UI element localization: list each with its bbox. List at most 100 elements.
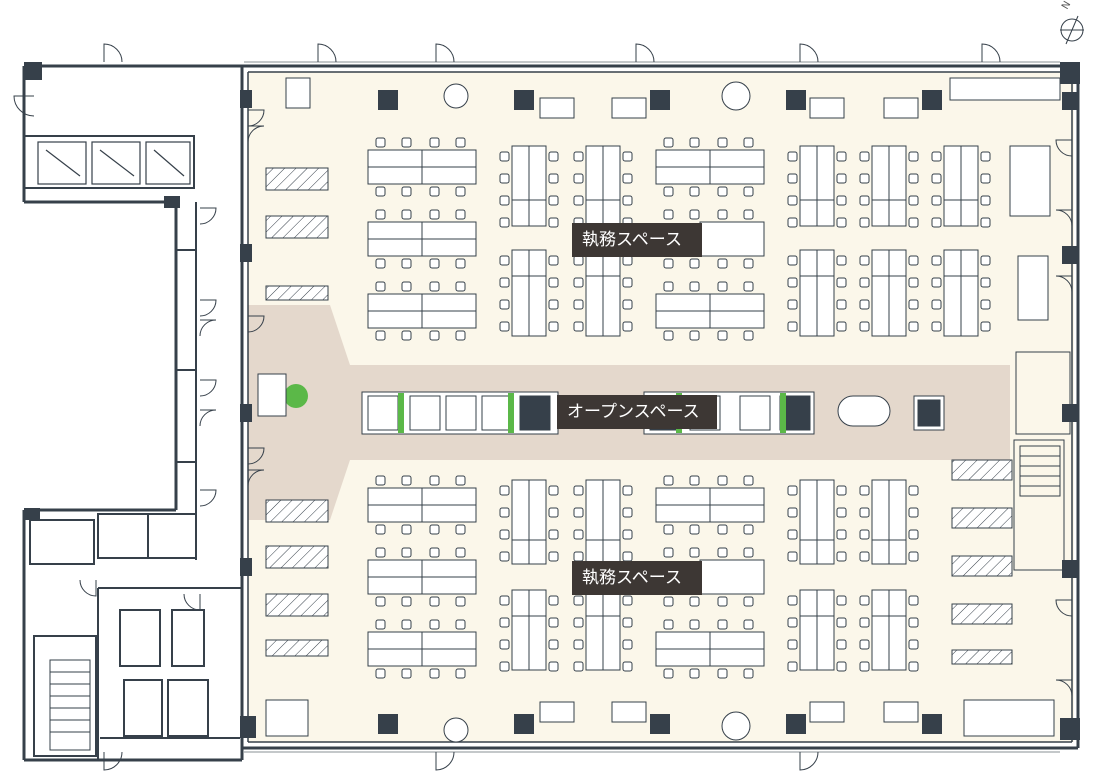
chair xyxy=(401,547,412,558)
chair xyxy=(455,330,466,341)
chair xyxy=(622,173,633,184)
chair xyxy=(717,596,728,607)
chair xyxy=(689,186,700,197)
chair xyxy=(573,617,584,628)
chair xyxy=(717,547,728,558)
chair xyxy=(548,321,559,332)
chair xyxy=(663,596,674,607)
chair xyxy=(836,485,847,496)
chair xyxy=(908,217,919,228)
chair xyxy=(980,255,991,266)
chair xyxy=(375,475,386,486)
chair xyxy=(455,258,466,269)
chair xyxy=(548,529,559,540)
chair xyxy=(787,217,798,228)
chair xyxy=(548,217,559,228)
chair xyxy=(787,321,798,332)
compass-icon xyxy=(1060,15,1084,45)
chair xyxy=(429,186,440,197)
chair xyxy=(717,330,728,341)
elevators xyxy=(37,141,191,185)
chair xyxy=(573,195,584,206)
chair xyxy=(429,209,440,220)
chair xyxy=(859,507,870,518)
chair xyxy=(743,281,754,292)
chair xyxy=(859,173,870,184)
chair xyxy=(573,529,584,540)
chair xyxy=(931,217,942,228)
chair xyxy=(499,277,510,288)
chair xyxy=(689,547,700,558)
chair xyxy=(689,475,700,486)
stairs-east xyxy=(1013,351,1071,571)
chair xyxy=(787,595,798,606)
work-space-label-north: 執務スペース xyxy=(572,223,702,257)
chair xyxy=(548,661,559,672)
chair xyxy=(743,330,754,341)
chair xyxy=(622,255,633,266)
chair xyxy=(429,524,440,535)
chair xyxy=(836,151,847,162)
chair xyxy=(375,596,386,607)
chair xyxy=(548,173,559,184)
chair xyxy=(980,195,991,206)
chair xyxy=(743,475,754,486)
chair xyxy=(836,277,847,288)
chair xyxy=(859,529,870,540)
chair xyxy=(429,281,440,292)
chair xyxy=(836,661,847,672)
chair xyxy=(622,299,633,310)
chair xyxy=(401,524,412,535)
chair xyxy=(401,209,412,220)
chair xyxy=(836,217,847,228)
chair xyxy=(717,186,728,197)
chair xyxy=(573,255,584,266)
chair xyxy=(499,217,510,228)
storage-cabinets-west xyxy=(265,167,329,657)
chair xyxy=(663,281,674,292)
chair xyxy=(499,507,510,518)
structural-columns xyxy=(24,62,1080,740)
chair xyxy=(375,619,386,630)
exterior-walls xyxy=(22,64,1080,762)
chair xyxy=(908,173,919,184)
chair xyxy=(689,281,700,292)
chair xyxy=(429,547,440,558)
chair xyxy=(836,617,847,628)
chair xyxy=(787,173,798,184)
chair xyxy=(689,619,700,630)
chair xyxy=(548,255,559,266)
chair xyxy=(836,173,847,184)
chair xyxy=(743,596,754,607)
chair xyxy=(375,137,386,148)
chair xyxy=(743,547,754,558)
chair xyxy=(499,321,510,332)
windows xyxy=(244,61,1060,753)
chair xyxy=(401,186,412,197)
desk-clusters-south xyxy=(367,479,907,671)
chair xyxy=(429,258,440,269)
chair xyxy=(836,321,847,332)
chair xyxy=(931,277,942,288)
chair xyxy=(548,639,559,650)
chair xyxy=(499,639,510,650)
chair xyxy=(573,485,584,496)
chair xyxy=(908,507,919,518)
chair xyxy=(717,281,728,292)
open-space-label: オープンスペース xyxy=(557,395,717,429)
chair xyxy=(573,299,584,310)
chair xyxy=(743,186,754,197)
chair xyxy=(499,255,510,266)
chair xyxy=(375,524,386,535)
chair xyxy=(908,617,919,628)
chair xyxy=(717,258,728,269)
chair xyxy=(743,258,754,269)
chair xyxy=(743,524,754,535)
chair xyxy=(455,281,466,292)
chair xyxy=(375,209,386,220)
chair xyxy=(859,255,870,266)
chair xyxy=(836,595,847,606)
chair xyxy=(663,547,674,558)
chair xyxy=(908,639,919,650)
chair xyxy=(689,596,700,607)
